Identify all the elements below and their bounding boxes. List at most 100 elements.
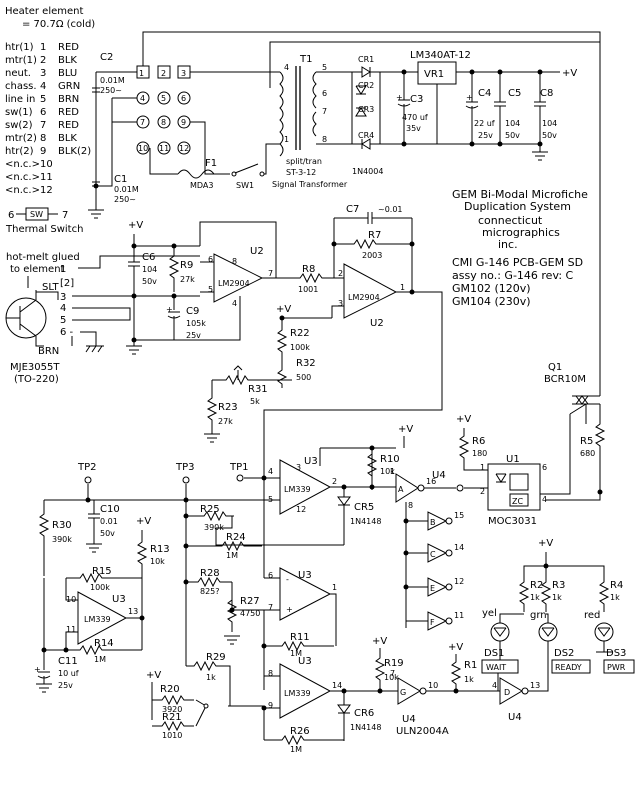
pin-row: <n.c.>10	[5, 159, 53, 170]
svg-text:BLK(2): BLK(2)	[58, 146, 91, 157]
vr1-regulator: VR1 LM340AT-12	[410, 50, 471, 85]
svg-text:+: +	[166, 305, 173, 314]
svg-text:1M: 1M	[226, 551, 238, 560]
svg-text:22 uf: 22 uf	[474, 119, 495, 128]
title-line7: assy no.: G-146 rev: C	[452, 269, 574, 282]
jumper-pin1: 1	[60, 264, 66, 275]
svg-text:1N4148: 1N4148	[350, 723, 381, 732]
svg-text:8: 8	[268, 669, 273, 678]
svg-text:SW: SW	[30, 210, 43, 219]
svg-text:3920: 3920	[162, 705, 182, 714]
svg-text:10k: 10k	[150, 557, 165, 566]
r22-resistor: R22 100k	[276, 316, 310, 366]
title-line1: GEM Bi-Modal Microfiche	[452, 188, 588, 201]
u4-buffer-a: A U4 1 16 8	[390, 467, 446, 510]
svg-text:BRN: BRN	[58, 94, 79, 105]
svg-text:1: 1	[332, 583, 337, 592]
svg-text:7: 7	[140, 118, 145, 127]
svg-text:C10: C10	[100, 504, 120, 515]
svg-text:470 uf: 470 uf	[402, 113, 428, 122]
svg-text:7: 7	[390, 669, 395, 678]
c5-capacitor: C5 104 50v	[494, 72, 521, 144]
r31-potentiometer: R31 5k	[212, 365, 292, 406]
svg-text:C2: C2	[100, 52, 113, 63]
jumper-pin3: 3	[60, 292, 66, 303]
u4-buffer-d: D 4 13 U4	[492, 677, 540, 723]
title-block: GEM Bi-Modal Microfiche Duplication Syst…	[452, 188, 588, 308]
r1-resistor: R1 1k	[450, 654, 477, 690]
svg-text:R3: R3	[552, 580, 565, 591]
svg-text:R15: R15	[92, 566, 112, 577]
u3-comparator-c: LM339 U3 8 9 14	[268, 656, 342, 719]
svg-text:1010: 1010	[162, 731, 182, 740]
svg-text:R26: R26	[290, 726, 310, 737]
svg-text:104: 104	[142, 265, 157, 274]
title-line9: GM104 (230v)	[452, 295, 531, 308]
svg-text:27k: 27k	[218, 417, 233, 426]
r11-resistor: R11 1M	[264, 632, 334, 658]
svg-text:104: 104	[505, 119, 520, 128]
svg-text:BLU: BLU	[58, 68, 77, 79]
svg-text:RED: RED	[58, 120, 79, 131]
svg-text:4750: 4750	[240, 609, 260, 618]
svg-text:25v: 25v	[478, 131, 493, 140]
r15-resistor: R15 100k	[66, 566, 142, 592]
svg-text:5k: 5k	[250, 397, 260, 406]
vcc-label: +V	[538, 538, 553, 549]
svg-text:neut.: neut.	[5, 68, 31, 79]
svg-text:3: 3	[338, 299, 343, 308]
svg-text:CR4: CR4	[358, 131, 374, 140]
svg-text:R9: R9	[180, 260, 193, 271]
svg-text:50v: 50v	[505, 131, 520, 140]
svg-text:680: 680	[580, 449, 595, 458]
r25-resistor: R25 390k	[186, 504, 234, 532]
svg-text:1k: 1k	[206, 673, 216, 682]
svg-text:6: 6	[542, 463, 547, 472]
cr6-diode: CR6 1N4148	[337, 691, 381, 741]
svg-text:105k: 105k	[186, 319, 206, 328]
svg-text:U3: U3	[112, 594, 126, 605]
svg-text:F1: F1	[205, 158, 217, 169]
u4-uln2004a-g: G 7 10 U4 ULN2004A	[390, 669, 449, 737]
svg-text:9: 9	[268, 701, 273, 710]
svg-text:50v: 50v	[142, 277, 157, 286]
svg-text:U4: U4	[508, 712, 522, 723]
u2-opamp-b: LM2904 U2 2 3 1	[338, 263, 405, 329]
u4-buffer-f: F 11	[427, 611, 464, 631]
svg-text:E: E	[430, 584, 435, 593]
junction-dots	[41, 69, 603, 711]
svg-text:6: 6	[8, 210, 14, 221]
title-line3: connecticut	[478, 214, 543, 227]
svg-text:ZC: ZC	[512, 497, 523, 506]
svg-text:hot-melt glued: hot-melt glued	[6, 252, 80, 263]
vcc-label: +V	[448, 642, 463, 653]
r8-resistor: R8 1001	[296, 264, 330, 294]
svg-text:6: 6	[268, 571, 273, 580]
svg-text:R7: R7	[368, 230, 381, 241]
svg-text:2: 2	[40, 55, 46, 66]
svg-text:1k: 1k	[552, 593, 562, 602]
svg-text:R5: R5	[580, 436, 593, 447]
tp2-label: TP2	[77, 462, 97, 473]
r2-resistor: R2 1k	[518, 576, 543, 612]
svg-text:2003: 2003	[362, 251, 382, 260]
svg-text:7: 7	[268, 269, 273, 278]
svg-text:0.01M: 0.01M	[114, 185, 139, 194]
svg-text:U4: U4	[402, 714, 416, 725]
svg-text:MJE3055T: MJE3055T	[10, 362, 60, 373]
transformer-t1: T1 split/tran ST-3-12 Signal Transformer…	[220, 54, 348, 189]
svg-text:4: 4	[40, 81, 46, 92]
svg-text:10 uf: 10 uf	[58, 669, 79, 678]
f1-fuse: F1 MDA3	[177, 158, 217, 190]
svg-text:14: 14	[454, 543, 464, 552]
u3-comparator-a: LM339 U3 4 5 2 3 12	[268, 456, 337, 515]
r7-resistor: R7 2003	[334, 230, 412, 260]
svg-text:16: 16	[426, 477, 436, 486]
svg-text:LM339: LM339	[284, 689, 311, 698]
svg-text:100k: 100k	[290, 343, 310, 352]
